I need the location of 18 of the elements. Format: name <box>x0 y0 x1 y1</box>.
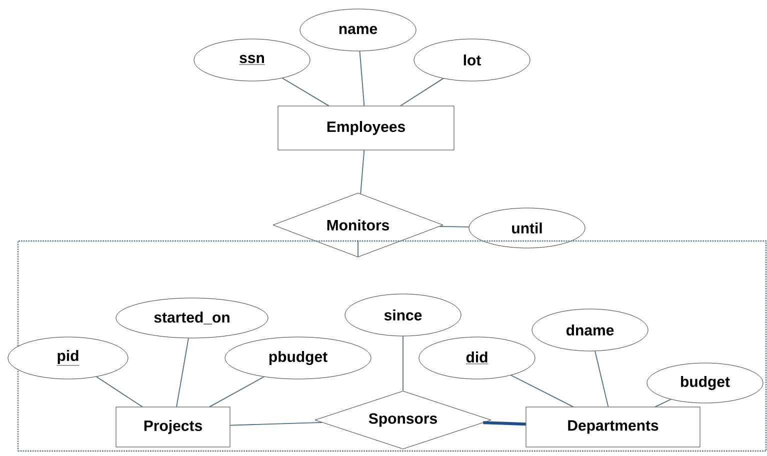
connector-line <box>360 150 365 194</box>
connector-line <box>230 422 323 426</box>
connector-line <box>400 78 444 106</box>
connector-line <box>483 421 526 426</box>
connector-line <box>594 350 609 408</box>
connector-line <box>282 78 330 106</box>
connector-line <box>96 376 143 408</box>
entity-box: Employees <box>278 106 454 150</box>
connector-line <box>209 376 264 408</box>
aggregation-box <box>17 240 767 452</box>
connector-line <box>359 50 365 106</box>
connector-line <box>402 336 404 392</box>
connector-line <box>654 398 672 408</box>
connector-line <box>176 338 189 408</box>
connector-line <box>510 374 574 408</box>
entity-box: Departments <box>526 406 700 448</box>
entity-box: Projects <box>116 406 230 448</box>
connector-line <box>438 226 470 228</box>
